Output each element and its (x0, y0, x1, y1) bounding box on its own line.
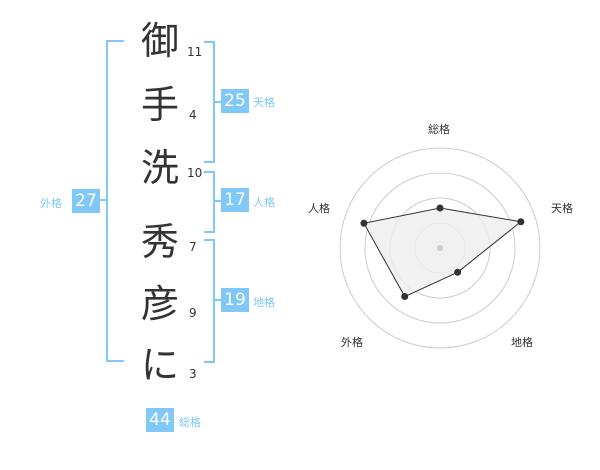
stroke-count-6: 3 (189, 367, 197, 381)
name-char-4: 秀 (140, 220, 179, 264)
jinkaku-bracket (204, 171, 215, 233)
gaikaku-label: 外格 (40, 197, 62, 210)
radar-label-jinkaku: 人格 (308, 202, 330, 215)
name-char-6: に (140, 343, 179, 387)
stroke-count-4: 7 (189, 240, 197, 254)
stroke-count-3: 10 (187, 166, 203, 180)
stroke-count-5: 9 (189, 306, 197, 320)
soukaku-label: 総格 (179, 416, 201, 429)
soukaku-score: 44 (146, 408, 174, 432)
radar-point-3 (401, 293, 409, 301)
name-char-5: 彦 (140, 282, 179, 326)
radar-point-2 (454, 268, 462, 276)
radar-polygon (363, 207, 523, 298)
chikaku-bracket (204, 239, 215, 363)
stroke-count-2: 4 (189, 108, 197, 122)
radar-label-tenkaku: 天格 (551, 202, 573, 215)
radar-ring (364, 172, 516, 324)
radar-point-1 (517, 218, 525, 226)
radar-center-dot (437, 245, 443, 251)
gaikaku-score: 27 (72, 189, 100, 213)
name-char-3: 洗 (140, 146, 179, 190)
gaikaku-bracket-tick (96, 199, 106, 201)
radar-label-gaikaku: 外格 (341, 336, 363, 349)
stroke-count-1: 11 (187, 45, 203, 59)
radar-label-soukaku: 総格 (428, 123, 450, 136)
radar-point-0 (436, 204, 444, 212)
gaikaku-bracket (106, 40, 124, 362)
radar-point-4 (360, 219, 368, 227)
jinkaku-score: 17 (221, 188, 249, 212)
jinkaku-label: 人格 (253, 196, 275, 209)
jinkaku-bracket-tick (213, 200, 221, 202)
tenkaku-bracket-tick (213, 101, 221, 103)
radar-ring (339, 147, 541, 349)
chikaku-bracket-tick (213, 299, 221, 301)
name-char-2: 手 (140, 83, 179, 127)
radar-label-chikaku: 地格 (511, 336, 533, 349)
tenkaku-score: 25 (221, 89, 249, 113)
tenkaku-label: 天格 (253, 96, 275, 109)
name-char-1: 御 (140, 19, 179, 63)
chikaku-score: 19 (221, 288, 249, 312)
chikaku-label: 地格 (253, 296, 275, 309)
